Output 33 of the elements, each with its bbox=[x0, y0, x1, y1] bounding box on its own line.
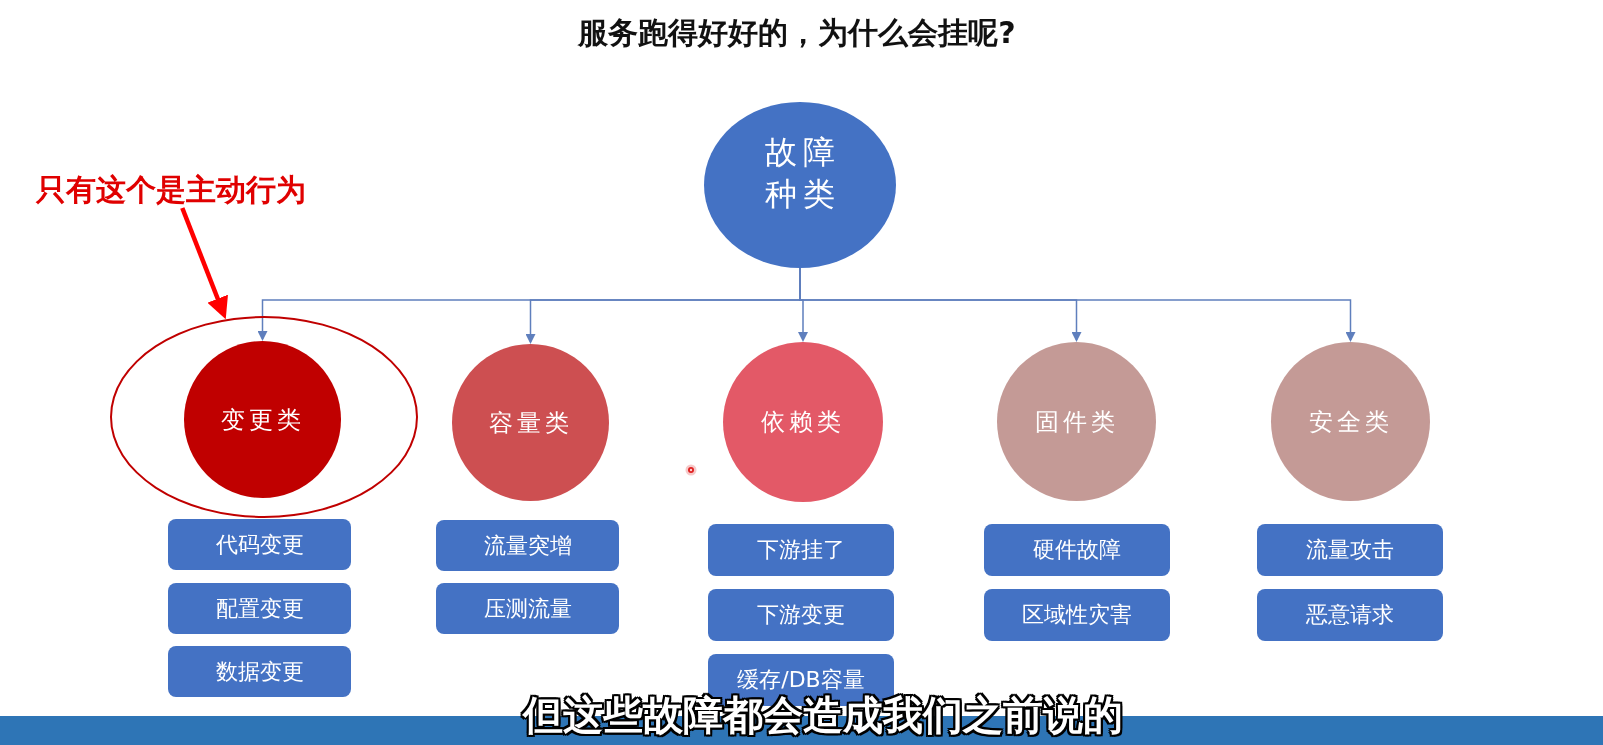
item-box bbox=[708, 589, 894, 641]
category-label: 安全类 bbox=[1308, 406, 1393, 437]
title-text: 服务跑得好好的，为什么会挂呢? bbox=[578, 14, 1016, 52]
item-label: 压测流量 bbox=[483, 595, 572, 622]
item-label: 下游挂了 bbox=[757, 537, 845, 563]
item-box bbox=[708, 524, 894, 576]
item-box bbox=[436, 520, 619, 571]
item-box bbox=[1257, 589, 1443, 641]
item-label: 恶意请求 bbox=[1306, 602, 1394, 628]
item-box bbox=[168, 646, 351, 697]
highlight-ellipse bbox=[110, 316, 418, 518]
item-label: 流量突增 bbox=[483, 532, 572, 559]
root-label: 故障种类 bbox=[764, 132, 842, 215]
item-label: 缓存/DB容量 bbox=[737, 667, 865, 693]
item-label: 数据变更 bbox=[215, 658, 304, 685]
item-box bbox=[984, 524, 1170, 576]
item-label: 代码变更 bbox=[215, 531, 304, 558]
item-label: 硬件故障 bbox=[1033, 537, 1121, 563]
category-label: 容量类 bbox=[488, 407, 573, 438]
item-box bbox=[1257, 524, 1443, 576]
item-box bbox=[984, 589, 1170, 641]
item-box bbox=[168, 583, 351, 634]
category-label: 变更类 bbox=[220, 404, 305, 435]
item-box bbox=[168, 519, 351, 570]
category-label: 固件类 bbox=[1034, 406, 1119, 437]
item-label: 配置变更 bbox=[215, 595, 304, 622]
item-label: 流量攻击 bbox=[1306, 537, 1394, 563]
item-box bbox=[436, 583, 619, 634]
category-label: 依赖类 bbox=[761, 407, 845, 437]
annotation-arrow bbox=[180, 207, 228, 320]
annotation-text: 只有这个是主动行为 bbox=[36, 172, 306, 208]
item-label: 下游变更 bbox=[757, 602, 845, 628]
item-label: 区域性灾害 bbox=[1022, 602, 1132, 628]
